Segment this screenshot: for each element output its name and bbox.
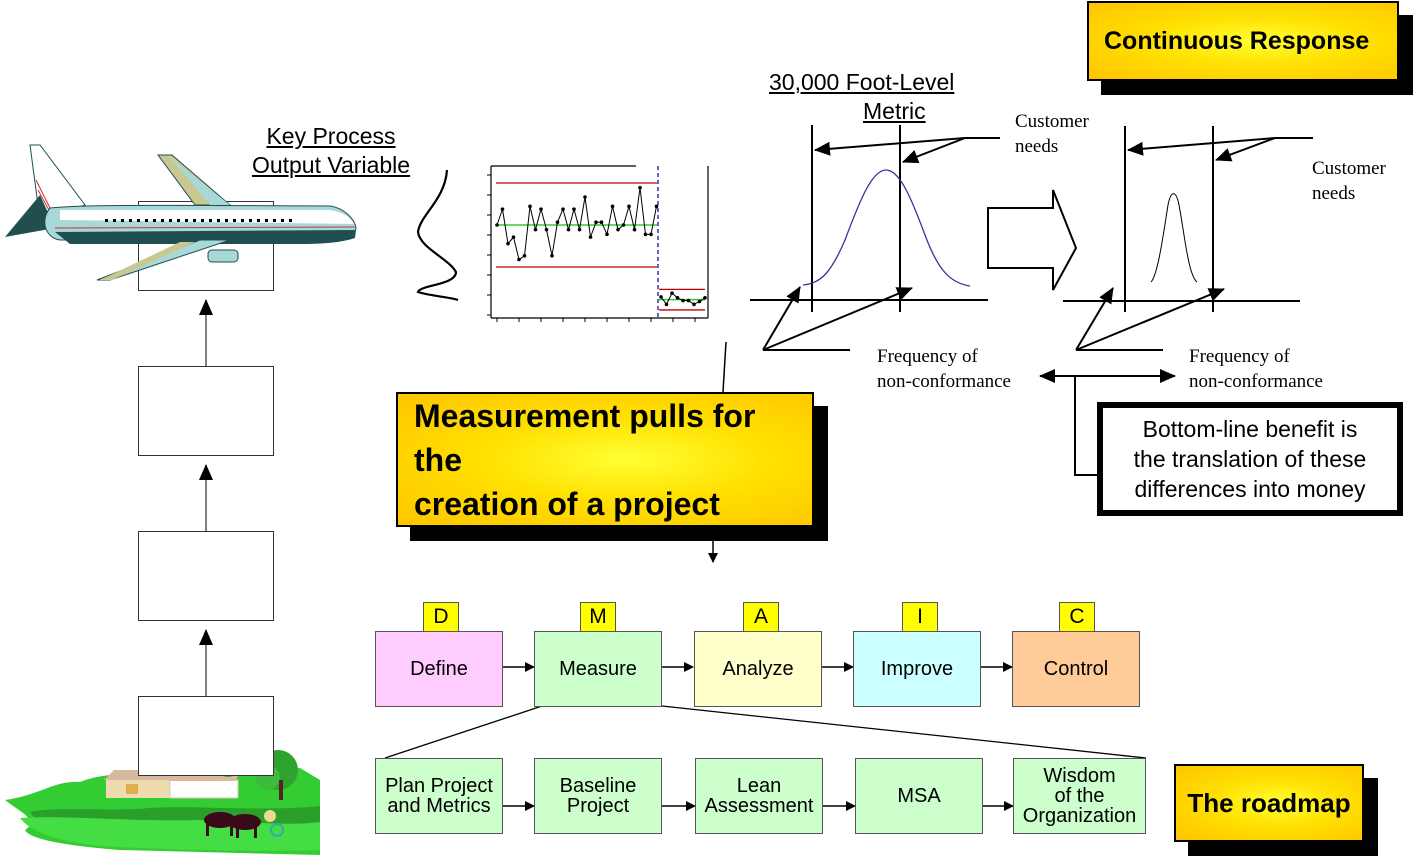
continuous-response-callout: Continuous Response bbox=[1087, 1, 1399, 81]
continuous-response-text: Continuous Response bbox=[1104, 26, 1370, 55]
dmaic-step-control[interactable]: Control bbox=[1012, 631, 1140, 707]
dmaic-step-analyze[interactable]: Analyze bbox=[694, 631, 822, 707]
roadmap-text: The roadmap bbox=[1187, 787, 1351, 818]
after-distribution-curve bbox=[1150, 193, 1198, 283]
money-bracket bbox=[1074, 376, 1098, 476]
chain-box-3 bbox=[138, 531, 274, 621]
dmaic-step-improve[interactable]: Improve bbox=[853, 631, 981, 707]
phase1-point bbox=[550, 254, 554, 258]
phase1-point bbox=[588, 235, 593, 239]
phase1-point bbox=[572, 207, 576, 211]
chain-box-4 bbox=[138, 696, 274, 776]
phase1-point bbox=[506, 241, 510, 246]
phase2-point bbox=[686, 298, 691, 303]
phase1-point bbox=[528, 204, 532, 209]
measurement-pulls-text-line2: creation of a project bbox=[414, 485, 720, 522]
metric-title-line2: Metric bbox=[863, 98, 926, 124]
money-text-line3: differences into money bbox=[1134, 476, 1366, 502]
phase2-point bbox=[692, 302, 696, 307]
metric-title-line1: 30,000 Foot-Level bbox=[769, 69, 955, 95]
phase1-point bbox=[522, 254, 527, 258]
phase1-point bbox=[599, 220, 604, 224]
chain-box-2 bbox=[138, 366, 274, 456]
phase1-point bbox=[566, 227, 571, 232]
customer-needs-label-after: Customer needs bbox=[1312, 158, 1386, 204]
bottom-line-benefit-box: Bottom-line benefit is the translation o… bbox=[1097, 402, 1403, 516]
horse-cart-icon bbox=[204, 810, 284, 838]
dmaic-step-define[interactable]: Define bbox=[375, 631, 503, 707]
phase1-point bbox=[610, 204, 615, 209]
phase1-point bbox=[511, 235, 516, 239]
substep-lean-assessment[interactable]: Lean Assessment bbox=[695, 758, 823, 834]
phase2-point bbox=[670, 291, 674, 295]
phase2-point bbox=[675, 296, 680, 300]
phase1-point bbox=[561, 207, 565, 211]
phase1-point bbox=[594, 220, 598, 224]
phase1-point bbox=[583, 195, 587, 199]
measure-expand-line-left bbox=[384, 705, 543, 759]
phase1-point bbox=[495, 223, 499, 227]
airplane-icon bbox=[5, 144, 357, 281]
phase1-point bbox=[616, 227, 620, 232]
phase2-point bbox=[703, 296, 707, 300]
phase1-point bbox=[533, 227, 538, 232]
phase1-line bbox=[496, 187, 657, 261]
phase2-point bbox=[681, 298, 685, 303]
phase1-point bbox=[605, 232, 609, 237]
phase1-point bbox=[632, 227, 637, 232]
chart-to-callout-connector bbox=[722, 341, 727, 393]
phase1-point bbox=[555, 220, 560, 224]
phase1-point bbox=[621, 223, 626, 227]
substep-baseline-project[interactable]: Baseline Project bbox=[534, 758, 662, 834]
substep-wisdom-of-organization[interactable]: Wisdom of the Organization bbox=[1013, 758, 1146, 834]
measure-expand-line-right bbox=[661, 705, 1147, 759]
customer-needs-label-before: Customer needs bbox=[1015, 111, 1089, 157]
metric-title: 30,000 Foot-Level Metric bbox=[755, 68, 1035, 126]
dmaic-letter-d: D bbox=[423, 602, 459, 632]
dmaic-step-measure[interactable]: Measure bbox=[534, 631, 662, 707]
dmaic-letter-a: A bbox=[743, 602, 779, 632]
transition-arrow-icon bbox=[987, 189, 1078, 291]
freq-nonconformance-label-after: Frequency of non-conformance bbox=[1189, 346, 1323, 392]
measurement-pulls-text-line1: Measurement pulls for the bbox=[414, 397, 756, 478]
before-distribution-curve bbox=[802, 169, 971, 287]
phase1-point bbox=[544, 227, 549, 232]
control-chart bbox=[416, 165, 709, 322]
kpov-title-line1: Key Process bbox=[266, 123, 396, 149]
freq-nonconformance-label-before: Frequency of non-conformance bbox=[877, 346, 1011, 392]
farm-illustration bbox=[5, 749, 320, 855]
phase1-point bbox=[638, 185, 642, 190]
phase1-point bbox=[577, 227, 582, 232]
dmaic-letter-i: I bbox=[902, 602, 938, 632]
kpov-title: Key Process Output Variable bbox=[225, 122, 437, 180]
phase1-point bbox=[654, 204, 659, 209]
roadmap-callout: The roadmap bbox=[1174, 764, 1364, 842]
barn-icon bbox=[106, 778, 171, 798]
phase1-point bbox=[627, 204, 631, 209]
money-text-line1: Bottom-line benefit is bbox=[1142, 416, 1358, 442]
phase2-point bbox=[659, 295, 663, 299]
phase2-point bbox=[697, 299, 702, 304]
money-text-line2: the translation of these bbox=[1133, 446, 1367, 472]
kpov-title-line2: Output Variable bbox=[251, 152, 411, 178]
substep-msa[interactable]: MSA bbox=[855, 758, 983, 834]
phase1-point bbox=[539, 207, 543, 211]
phase1-point bbox=[517, 257, 521, 262]
phase1-point bbox=[500, 207, 505, 211]
dmaic-letter-c: C bbox=[1059, 602, 1095, 632]
distribution-curve-vertical bbox=[416, 169, 459, 302]
substep-plan-project[interactable]: Plan Project and Metrics bbox=[375, 758, 503, 834]
dmaic-letter-m: M bbox=[580, 602, 616, 632]
phase1-point bbox=[649, 232, 653, 237]
phase1-point bbox=[643, 232, 648, 237]
after-distribution-chart bbox=[1063, 126, 1313, 351]
phase2-point bbox=[664, 302, 669, 307]
before-distribution-chart bbox=[750, 125, 1000, 351]
measurement-pulls-callout: Measurement pulls for the creation of a … bbox=[396, 392, 814, 527]
